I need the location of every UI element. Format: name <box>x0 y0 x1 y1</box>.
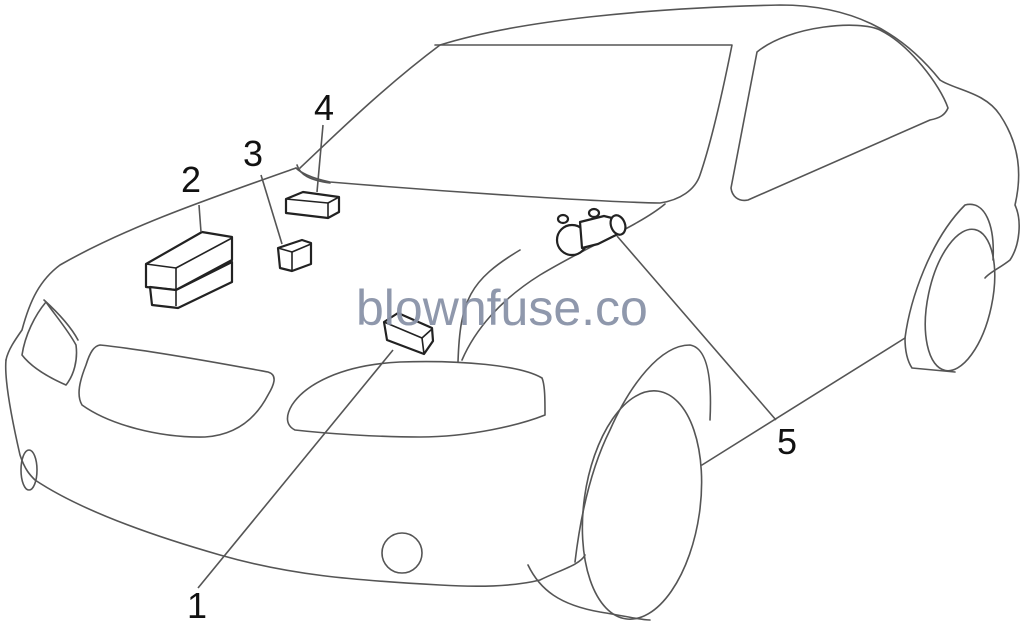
headlight-right <box>286 360 546 438</box>
fuse-box-2[interactable] <box>144 230 234 310</box>
front-tire <box>581 390 703 620</box>
callout-2: 2 <box>181 159 202 200</box>
callout-3: 3 <box>243 133 264 174</box>
relay-box-4[interactable] <box>284 190 341 220</box>
headlight-left <box>21 301 78 386</box>
leader-line-4 <box>316 124 324 193</box>
side-window <box>730 24 949 202</box>
rear-wheel-arch <box>904 203 995 339</box>
roof-outline <box>299 4 1020 279</box>
windshield <box>295 44 733 204</box>
leader-line-1 <box>197 349 394 589</box>
fog-light-right <box>381 532 423 574</box>
callout-1: 1 <box>187 585 208 622</box>
fog-light-left <box>20 449 38 491</box>
leader-line-2 <box>198 204 202 233</box>
front-fender-line <box>457 249 521 363</box>
callout-4: 4 <box>314 87 335 128</box>
component-5[interactable] <box>555 207 628 257</box>
callout-5: 5 <box>777 421 798 462</box>
cowl-line <box>461 203 666 361</box>
rocker-line <box>701 337 906 466</box>
fuse-box-1[interactable] <box>382 311 435 356</box>
front-wheel-well-lower <box>527 564 651 621</box>
grille <box>78 344 275 438</box>
a-pillar-base <box>296 164 331 184</box>
front-bumper <box>4 359 586 587</box>
rear-wheel-well-lower <box>904 337 956 373</box>
front-wheel-arch <box>574 344 712 563</box>
leader-line-3 <box>260 174 283 245</box>
watermark-text: blownfuse.co <box>356 280 648 336</box>
leader-line-5 <box>616 235 777 421</box>
relay-box-3[interactable] <box>276 238 313 273</box>
hood-edge <box>5 167 297 361</box>
